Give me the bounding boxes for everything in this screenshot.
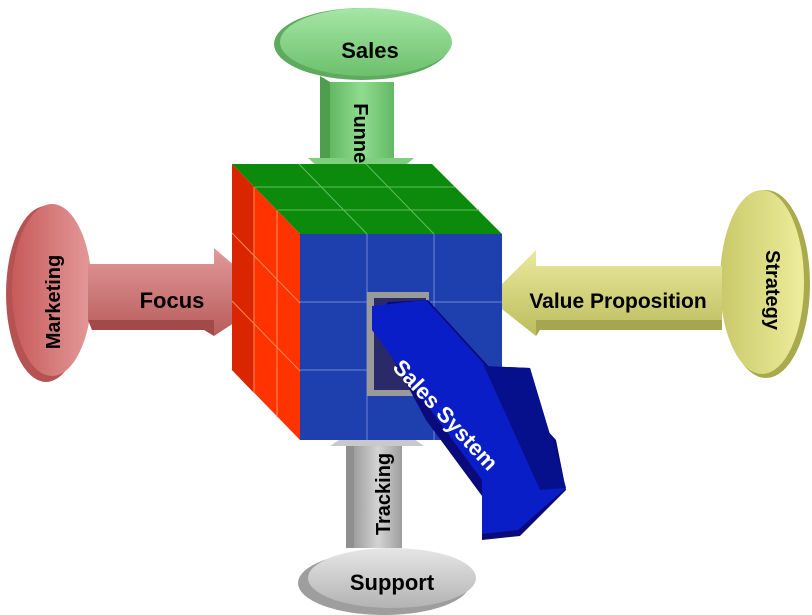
- focus-arrow-shadow: [88, 320, 214, 336]
- sales-system-arrow: [372, 300, 566, 534]
- tracking-arrow: [354, 446, 402, 548]
- value-proposition-arrow: [488, 250, 722, 336]
- funnel-arrow-side: [320, 76, 330, 158]
- value-proposition-label: Value Proposition: [529, 290, 706, 313]
- focus-arrow: [88, 248, 272, 336]
- strategy-label: Strategy: [761, 250, 783, 331]
- tracking-label: Tracking: [373, 453, 395, 535]
- marketing-group: Marketing Focus: [6, 204, 272, 382]
- marketing-label: Marketing: [43, 255, 65, 349]
- sales-node: [280, 8, 452, 76]
- cube-left-grid: [231, 187, 301, 417]
- support-group: Support Tracking: [298, 414, 476, 615]
- funnel-label: Funnel: [349, 103, 371, 169]
- funnel-arrow: [330, 82, 394, 158]
- marketing-node: [12, 204, 92, 376]
- cube-top-face: [232, 164, 502, 234]
- value-proposition-arrow-shadow: [536, 320, 722, 336]
- cube-left-face-shade: [232, 164, 254, 393]
- support-label: Support: [350, 570, 435, 595]
- cube-top-grid: [255, 163, 479, 235]
- sales-system-arrow-head-shade: [484, 366, 566, 490]
- focus-label: Focus: [140, 288, 205, 313]
- strategy-node: [720, 190, 804, 374]
- sales-group: Sales Funnel: [274, 8, 452, 204]
- sales-label: Sales: [341, 38, 399, 63]
- support-node: [308, 548, 476, 608]
- strategy-group: Strategy Value Proposition: [488, 190, 810, 378]
- tracking-arrow-side: [346, 440, 354, 548]
